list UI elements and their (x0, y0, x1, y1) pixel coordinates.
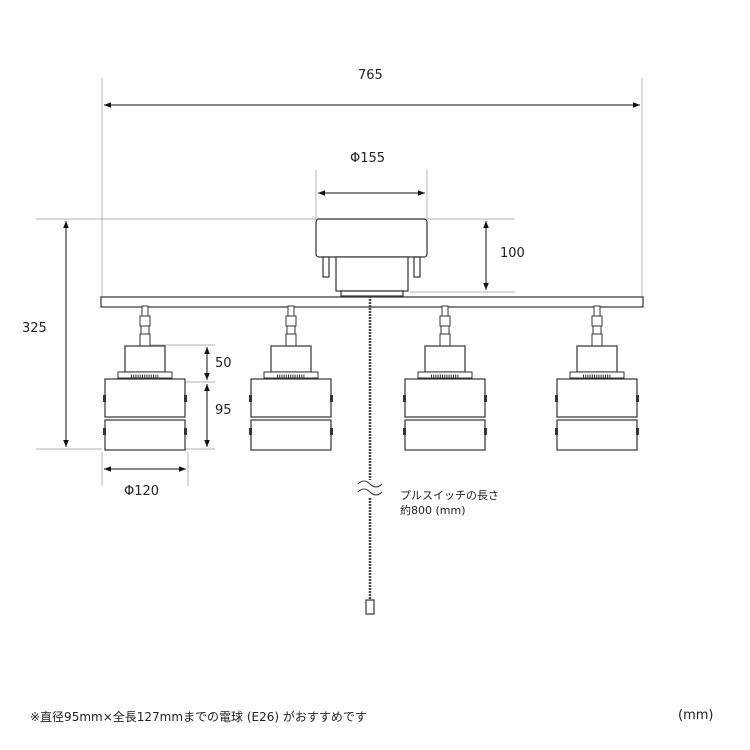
pull-switch-note-line2: 約800 (mm) (400, 504, 466, 517)
extension-lines (36, 78, 643, 486)
pull-switch-note: プルスイッチの長さ 約800 (mm) (400, 488, 499, 518)
light-bar (100, 296, 644, 308)
base-height-label: 100 (500, 246, 525, 261)
pull-switch-cord (357, 296, 383, 615)
shade-height-label: 95 (215, 403, 232, 418)
overall-width-label: 765 (358, 68, 383, 83)
spotlight-1 (101, 304, 189, 452)
spotlight-2 (247, 304, 335, 452)
footnote: ※直径95mm×全長127mmまでの電球 (E26) がおすすめです (30, 710, 367, 724)
shade-diameter-label: Φ120 (124, 484, 160, 499)
dimension-lines (63, 102, 640, 472)
ceiling-base (315, 218, 428, 297)
overall-height-label: 325 (22, 321, 47, 336)
spotlight-4 (553, 304, 641, 452)
base-diameter-label: Φ155 (350, 151, 386, 166)
shade-upper-height-label: 50 (215, 356, 232, 371)
pull-switch-note-line1: プルスイッチの長さ (400, 489, 499, 502)
unit-label: (mm) (678, 708, 714, 723)
spotlight-3 (401, 304, 489, 452)
